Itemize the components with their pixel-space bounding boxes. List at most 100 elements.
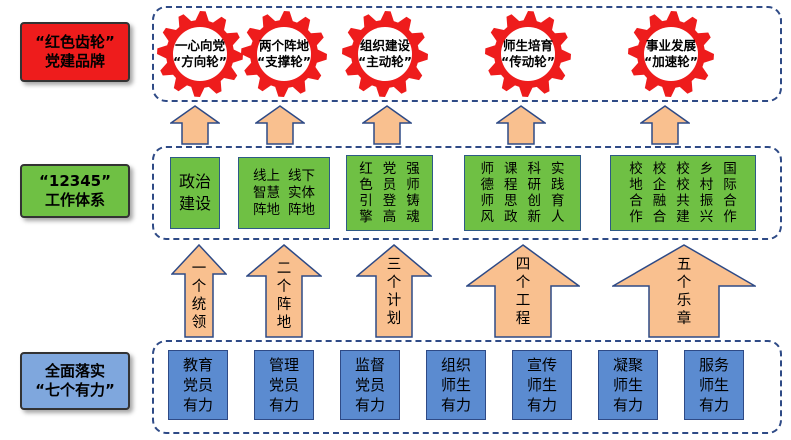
plans-c3-1: 强: [406, 161, 420, 177]
system-item-plans: 红 色 引 擎 党 员 登 高 强 师 铸 魂: [346, 155, 433, 231]
gear-driving: 组织建设 “主动轮”: [341, 10, 429, 98]
up-arrow-1: 一 个 统 领: [171, 244, 227, 338]
arrow-5-char-3: 乐: [676, 293, 692, 309]
projects-c3-2: 研: [527, 177, 542, 193]
capability-1-line-1: 教育: [182, 356, 213, 374]
projects-c3-4: 新: [527, 209, 542, 225]
plans-c3-4: 魂: [406, 209, 420, 225]
arrow-5-char-4: 章: [676, 311, 692, 327]
gear-support: 两个阵地 “支撑轮”: [240, 10, 328, 98]
projects-c4-2: 践: [551, 177, 565, 193]
capability-2-line-3: 有力: [268, 396, 299, 414]
plans-c2-1: 党: [382, 161, 397, 177]
projects-c1-3: 师: [480, 193, 495, 209]
capability-6-line-1: 凝聚: [612, 356, 643, 374]
positions-online-2: 智慧: [253, 184, 280, 201]
capability-supervise-members: 监督 党员 有力: [340, 350, 400, 420]
capability-3-line-1: 监督: [354, 356, 385, 374]
movements-c3-4: 建: [676, 209, 690, 225]
capability-unite-people: 凝聚 师生 有力: [598, 350, 658, 420]
up-arrow-5: 五 个 乐 章: [612, 244, 756, 338]
system-label: “12345” 工作体系: [20, 164, 130, 218]
positions-offline-1: 线下: [288, 167, 315, 184]
gear-hub: [501, 27, 555, 81]
arrow-2-char-2: 个: [276, 279, 292, 295]
positions-offline-3: 阵地: [288, 201, 315, 218]
gear-hub: [644, 27, 698, 81]
gear-transmission: 师生培育 “传动轮”: [484, 10, 572, 98]
arrow-5-char-1: 五: [676, 257, 692, 273]
arrow-1-char-1: 一: [191, 261, 207, 277]
up-arrow-small-2: [255, 105, 305, 145]
gear-support-line-2: “支撑轮”: [257, 54, 311, 69]
projects-c4-1: 实: [551, 161, 565, 177]
system-item-political: 政治 建设: [170, 157, 220, 229]
brand-label-line-2: 党建品牌: [44, 52, 105, 70]
movements-c4-1: 乡: [699, 161, 714, 177]
foundation-label-line-2: “七个有力”: [35, 381, 115, 399]
up-arrow-3: 三 个 计 划: [356, 244, 432, 338]
plans-c2-3: 登: [382, 193, 397, 209]
arrow-4-char-1: 四: [515, 257, 531, 273]
gear-hub: [173, 27, 227, 81]
plans-c3-3: 铸: [406, 193, 420, 209]
system-label-line-2: 工作体系: [44, 191, 105, 209]
positions-online-3: 阵地: [253, 201, 280, 218]
system-item-political-line-2: 建设: [178, 194, 211, 213]
plans-c1-2: 色: [359, 177, 373, 193]
plans-c1-4: 擎: [359, 209, 373, 225]
arrow-2-char-3: 阵: [276, 297, 292, 313]
plans-c3-2: 师: [406, 177, 420, 193]
system-frame: [152, 146, 782, 240]
arrow-3-char-1: 三: [386, 257, 402, 273]
projects-c2-1: 课: [504, 161, 518, 177]
movements-c3-2: 校: [676, 177, 690, 193]
brand-label: “红色齿轮” 党建品牌: [20, 22, 130, 82]
arrow-2-char-4: 地: [276, 315, 292, 331]
system-item-projects: 师 德 师 风 课 程 思 政 科 研 创 新 实 践 育 人: [464, 155, 581, 231]
capability-3-line-2: 党员: [354, 376, 385, 394]
capability-5-line-2: 师生: [526, 376, 557, 394]
movements-c5-2: 际: [723, 177, 737, 193]
system-item-movements: 校 地 合 作 校 企 融 合 校 校 共 建 乡 村 振 兴 国 际 合 作: [610, 155, 756, 231]
movements-c2-2: 企: [652, 177, 667, 193]
movements-c4-3: 振: [699, 193, 714, 209]
movements-c4-4: 兴: [699, 209, 714, 225]
movements-c4-2: 村: [699, 177, 714, 193]
brand-frame: [152, 6, 782, 102]
positions-offline-2: 实体: [288, 184, 315, 201]
gear-hub: [257, 27, 311, 81]
plans-c1-3: 引: [359, 193, 373, 209]
arrow-4-char-3: 工: [515, 293, 531, 309]
movements-c1-2: 地: [629, 177, 643, 193]
movements-c5-1: 国: [723, 161, 737, 177]
up-arrow-small-3: [362, 105, 412, 145]
movements-c1-4: 作: [629, 209, 643, 225]
capability-4-line-1: 组织: [440, 356, 471, 374]
projects-c2-3: 思: [504, 193, 518, 209]
up-arrow-small-4: [496, 105, 546, 145]
movements-c3-1: 校: [676, 161, 690, 177]
projects-c3-3: 创: [527, 193, 542, 209]
arrow-1-char-3: 统: [191, 297, 207, 313]
brand-label-line-1: “红色齿轮”: [35, 33, 115, 52]
gear-driving-line-2: “主动轮”: [358, 54, 412, 69]
capability-3-line-3: 有力: [354, 396, 385, 414]
positions-online-1: 线上: [253, 167, 280, 184]
capability-6-line-3: 有力: [612, 396, 643, 414]
arrow-1-char-4: 领: [191, 315, 207, 331]
capability-serve-people: 服务 师生 有力: [684, 350, 744, 420]
projects-c4-4: 人: [551, 209, 565, 225]
capability-7-line-1: 服务: [698, 356, 729, 374]
capability-1-line-2: 党员: [182, 376, 213, 394]
up-arrow-small-5: [640, 105, 690, 145]
movements-c2-4: 合: [652, 209, 667, 225]
projects-c4-3: 育: [551, 193, 565, 209]
arrow-4-char-4: 程: [515, 311, 531, 327]
capability-6-line-2: 师生: [612, 376, 643, 394]
capability-1-line-3: 有力: [182, 396, 213, 414]
system-item-positions: 线上 智慧 阵地 线下 实体 阵地: [238, 157, 330, 229]
movements-c3-3: 共: [676, 193, 690, 209]
gear-direction-line-1: 一心向党: [174, 38, 225, 54]
projects-c3-1: 科: [527, 161, 542, 177]
